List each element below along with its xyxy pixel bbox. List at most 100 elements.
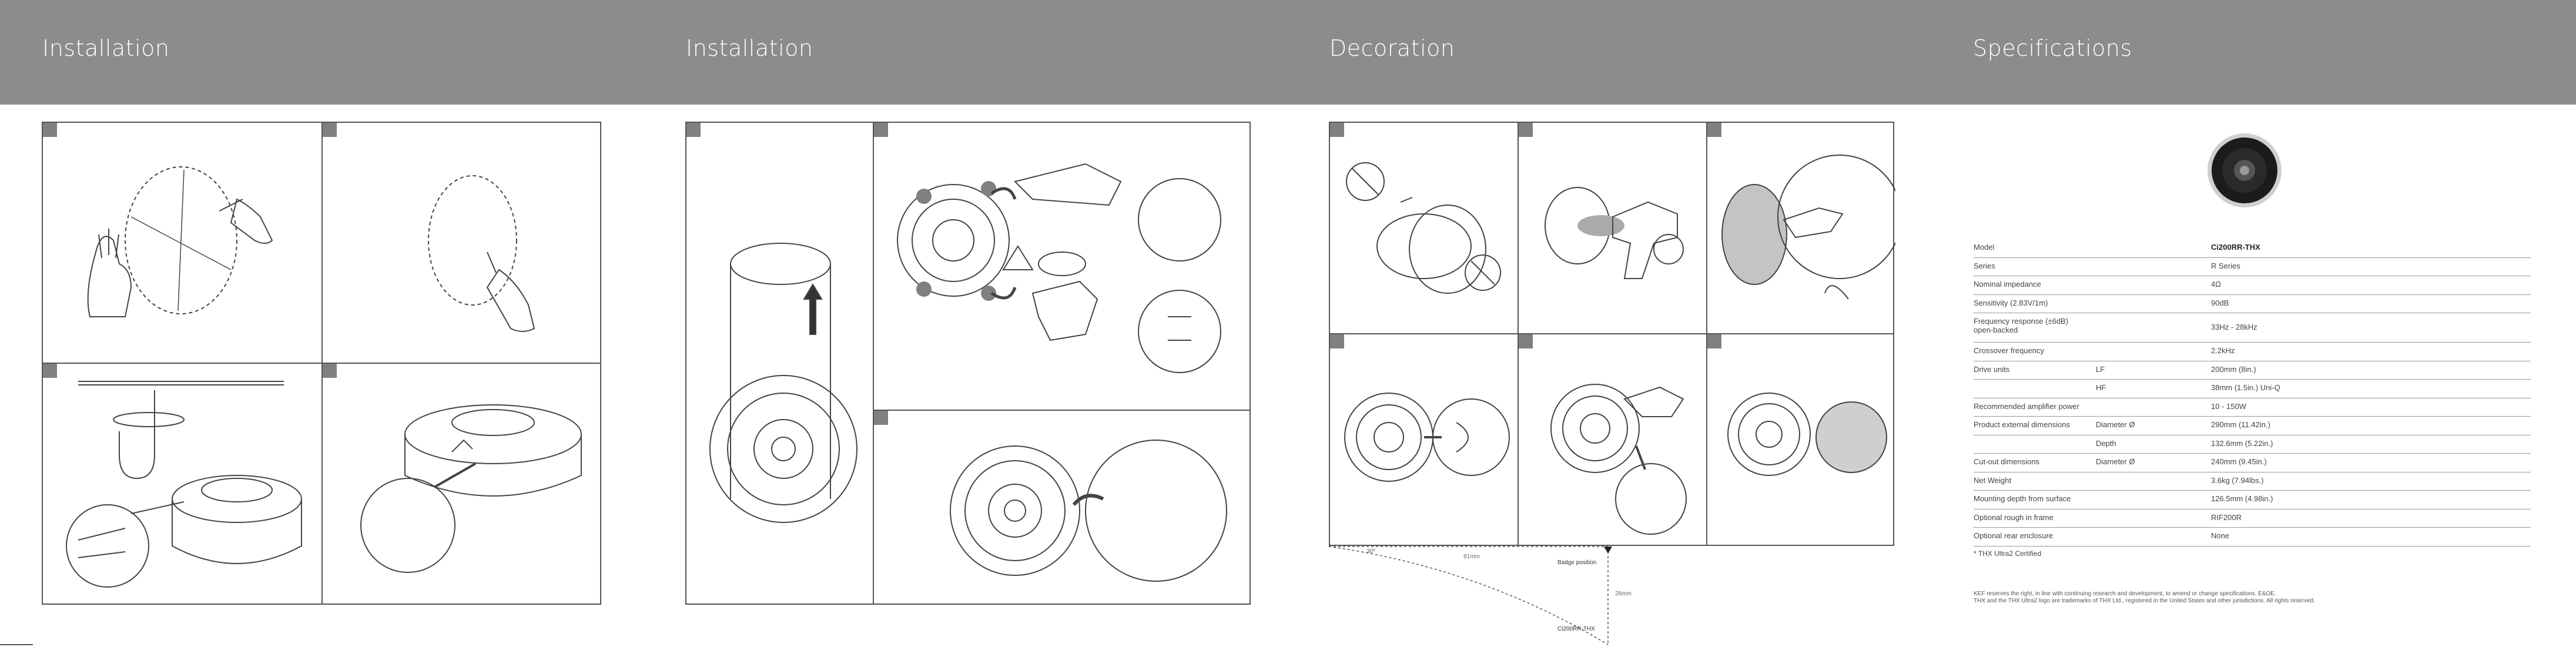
header-band: Installation Installation Decoration Spe… (0, 0, 2576, 105)
spec-value: None (2211, 531, 2230, 540)
step-marker (1519, 334, 1533, 348)
illustration-fit-painted-grille (1727, 393, 1887, 476)
spec-value: 126.5mm (4.98in.) (2211, 494, 2273, 503)
section-title-installation-2: Installation (686, 35, 813, 61)
step-marker (874, 411, 888, 425)
spec-label: Sensitivity (2.83V/1m) (1974, 298, 2048, 307)
spec-value: 90dB (2211, 298, 2229, 307)
illustration-insert-into-ceiling (709, 243, 857, 523)
spec-value: 132.6mm (5.22in.) (2211, 438, 2273, 448)
spec-sublabel: Diameter Ø (2096, 420, 2135, 429)
spec-label: Drive units (1974, 364, 2010, 374)
illustration-mask-grille (1346, 162, 1501, 294)
spec-label: Nominal impedance (1974, 280, 2041, 289)
speaker-product-image (2207, 133, 2282, 207)
illustration-attach-grille (950, 440, 1227, 582)
spec-row: Drive units LF 200mm (8in.) (1974, 361, 2531, 380)
spec-label: Model (1974, 243, 1995, 252)
step-panel-cut-hole (321, 122, 601, 364)
step-panel-fit-painted-grille (1706, 333, 1894, 546)
spec-value: 10 - 150W (2211, 401, 2246, 411)
spec-sublabel: HF (2096, 383, 2106, 392)
spec-sublabel: Diameter Ø (2096, 457, 2135, 466)
step-marker (43, 123, 57, 137)
spec-row: HF 38mm (1.5in.) Uni-Q (1974, 380, 2531, 398)
template-depth-label: 28mm (1615, 591, 1632, 597)
step-marker (874, 123, 888, 137)
spec-label: Optional rough in frame (1974, 512, 2054, 522)
spec-label: Crossover frequency (1974, 346, 2044, 355)
illustration-paint-grille (1721, 155, 1895, 300)
spec-row: Product external dimensions Diameter Ø 290… (1974, 417, 2531, 435)
spec-label: Net Weight (1974, 475, 2012, 485)
spec-label: Series (1974, 261, 1995, 270)
spec-value: 290mm (11.42in.) (2211, 420, 2270, 429)
spec-value: 200mm (8in.) (2211, 364, 2256, 374)
illustration-spray-paint (1545, 187, 1684, 279)
legal-line: KEF reserves the right, in line with con… (1974, 591, 2276, 597)
template-distance-label: 81mm (1463, 554, 1480, 560)
illustration-mount-clamps (360, 404, 582, 573)
section-title-decoration: Decoration (1329, 35, 1455, 61)
spec-value: 38mm (1.5in.) Uni-Q (2211, 383, 2280, 392)
spec-row: Sensitivity (2.83V/1m) 90dB (1974, 295, 2531, 313)
template-model-label: Ci200RR-THX (1557, 626, 1595, 632)
step-marker (1330, 334, 1344, 348)
spec-row: Net Weight 3.6kg (7.94lbs.) (1974, 472, 2531, 491)
step-panel-insert-speaker (685, 122, 874, 605)
crop-mark (0, 644, 33, 645)
illustration-reattach-badge (1550, 384, 1687, 535)
step-marker (323, 123, 337, 137)
illustration-tighten-clamps (897, 163, 1221, 373)
illustration-cut-circle (428, 175, 535, 332)
spec-label: Mounting depth from surface (1974, 494, 2071, 503)
spec-label: Product external dimensions (1974, 420, 2071, 429)
spec-row: Nominal impedance 4Ω (1974, 276, 2531, 295)
step-panel-mask-grille (1329, 122, 1519, 334)
spec-sublabel: Depth (2096, 438, 2116, 448)
step-panel-connect-wires (42, 363, 323, 605)
spec-row: Depth 132.6mm (5.22in.) (1974, 435, 2531, 454)
step-panel-tighten-clamps (873, 122, 1251, 411)
step-marker (1707, 334, 1721, 348)
step-panel-attach-grille (873, 410, 1251, 605)
spec-value: 2.2kHz (2211, 346, 2235, 355)
spec-value: 240mm (9.45in.) (2211, 457, 2267, 466)
spec-label: Frequency response (±6dB) open-backed (1974, 317, 2069, 334)
illustration-wiring (66, 381, 302, 588)
section-title-installation-1: Installation (42, 35, 170, 61)
badge-position-template (1329, 546, 1612, 645)
template-angle-label: 30º (1366, 548, 1375, 555)
badge-position-label: Badge position (1557, 559, 1597, 566)
spec-value: RIF200R (2211, 512, 2242, 522)
spec-label: Optional rear enclosure (1974, 531, 2054, 540)
section-title-specifications: Specifications (1973, 35, 2132, 61)
spec-row: Optional rear enclosure None (1974, 528, 2531, 547)
illustration-mark-circle (87, 166, 273, 317)
spec-row: Model Ci200RR-THX (1974, 239, 2531, 258)
spec-value: 3.6kg (7.94lbs.) (2211, 475, 2264, 485)
step-panel-reattach-badge (1518, 333, 1707, 546)
step-marker (1330, 123, 1344, 137)
step-marker (1707, 123, 1721, 137)
thx-footnote: * THX Ultra2 Certified (1974, 549, 2042, 558)
spec-value: Ci200RR-THX (2211, 243, 2260, 252)
step-marker (323, 364, 337, 378)
step-panel-remove-badge (1329, 333, 1519, 546)
step-marker (1519, 123, 1533, 137)
spec-value: 4Ω (2211, 280, 2221, 289)
spec-sublabel: LF (2096, 364, 2105, 374)
step-marker (43, 364, 57, 378)
spec-row: Cut-out dimensions Diameter Ø 240mm (9.45i… (1974, 454, 2531, 472)
spec-value: 33Hz - 28kHz (2211, 323, 2257, 331)
step-marker (686, 123, 701, 137)
spec-row: Optional rough in frame RIF200R (1974, 509, 2531, 528)
legal-notice: KEF reserves the right, in line with con… (1974, 591, 2315, 605)
spec-label: Cut-out dimensions (1974, 457, 2039, 466)
step-panel-mount-speaker (321, 363, 601, 605)
spec-value: R Series (2211, 261, 2240, 270)
step-panel-spray-paint (1518, 122, 1707, 334)
spec-row: Mounting depth from surface 126.5mm (4.98… (1974, 491, 2531, 509)
